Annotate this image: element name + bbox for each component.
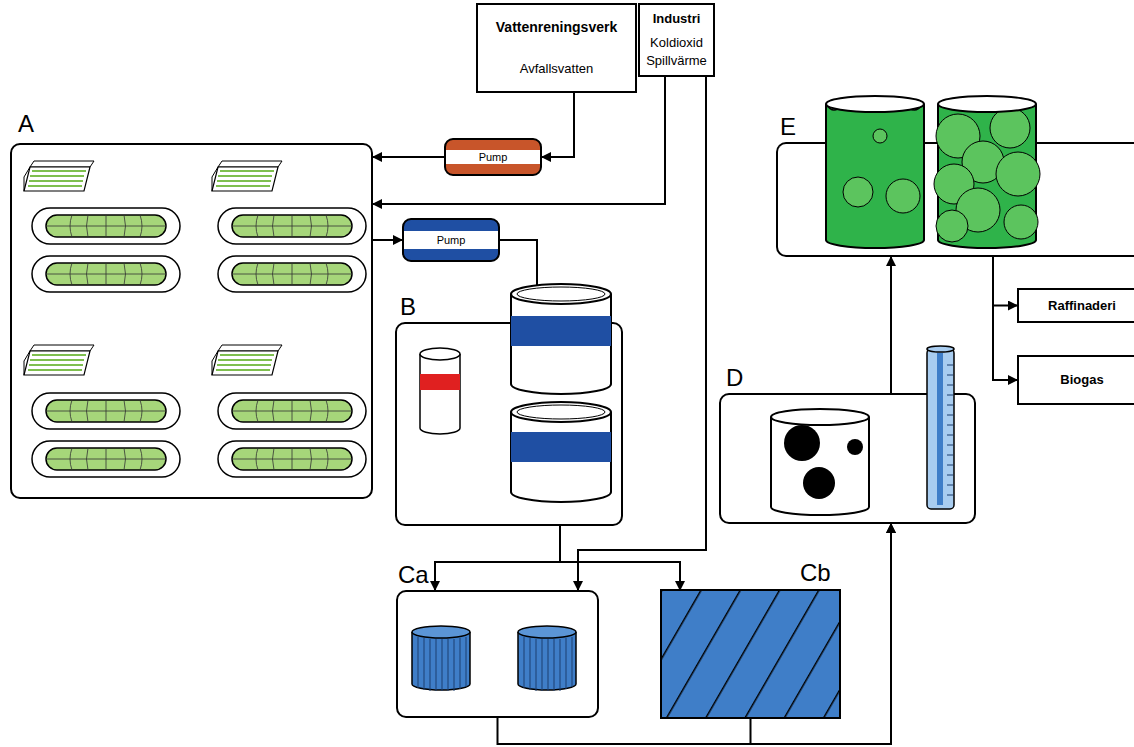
flow-connector <box>435 526 560 590</box>
pump-box: Pump <box>402 218 500 262</box>
equipment-illustration <box>778 144 1134 259</box>
flow-connector <box>373 156 444 158</box>
panel-heading: B <box>400 294 416 320</box>
flow-connector <box>373 77 665 204</box>
filter-panel: Ca <box>396 590 599 718</box>
box-text: Avfallsvatten <box>520 60 593 78</box>
panel-heading: Cb <box>800 560 831 586</box>
panel-heading: A <box>18 111 34 137</box>
output-box: Biogas <box>1017 355 1134 405</box>
pump-box: Pump <box>444 138 542 176</box>
flow-connector <box>993 257 1017 306</box>
membrane-panel: Cb <box>661 590 840 718</box>
equipment-illustration <box>661 590 840 718</box>
cultivation-panel: A <box>10 143 373 499</box>
panel-heading: D <box>726 365 743 391</box>
box-text: Pump <box>437 234 466 246</box>
separation-panel: D <box>719 393 976 524</box>
source-box: IndustriKoldioxid Spillvärme <box>638 3 715 77</box>
box-text: Pump <box>479 151 508 163</box>
flow-connector <box>373 239 402 241</box>
equipment-illustration <box>721 395 978 526</box>
box-text: Biogas <box>1060 371 1103 389</box>
box-text: Koldioxid Spillvärme <box>643 34 710 70</box>
equipment-illustration <box>398 592 601 720</box>
source-box: VattenreningsverkAvfallsvatten <box>476 3 637 93</box>
fermentation-panel: E <box>776 142 1134 257</box>
panel-heading: Ca <box>398 562 429 588</box>
flow-connector <box>500 240 537 286</box>
flow-connector <box>890 257 892 393</box>
tank-panel: B <box>395 322 623 526</box>
equipment-illustration <box>12 145 375 501</box>
box-text: Raffinaderi <box>1048 297 1116 315</box>
equipment-illustration <box>397 324 625 528</box>
box-text: Industri <box>653 10 701 28</box>
box-text: Vattenreningsverk <box>496 18 617 37</box>
output-box: Raffinaderi <box>1017 288 1134 323</box>
flow-connector <box>542 93 574 157</box>
panel-heading: E <box>780 114 796 140</box>
flow-connector <box>993 257 1017 380</box>
